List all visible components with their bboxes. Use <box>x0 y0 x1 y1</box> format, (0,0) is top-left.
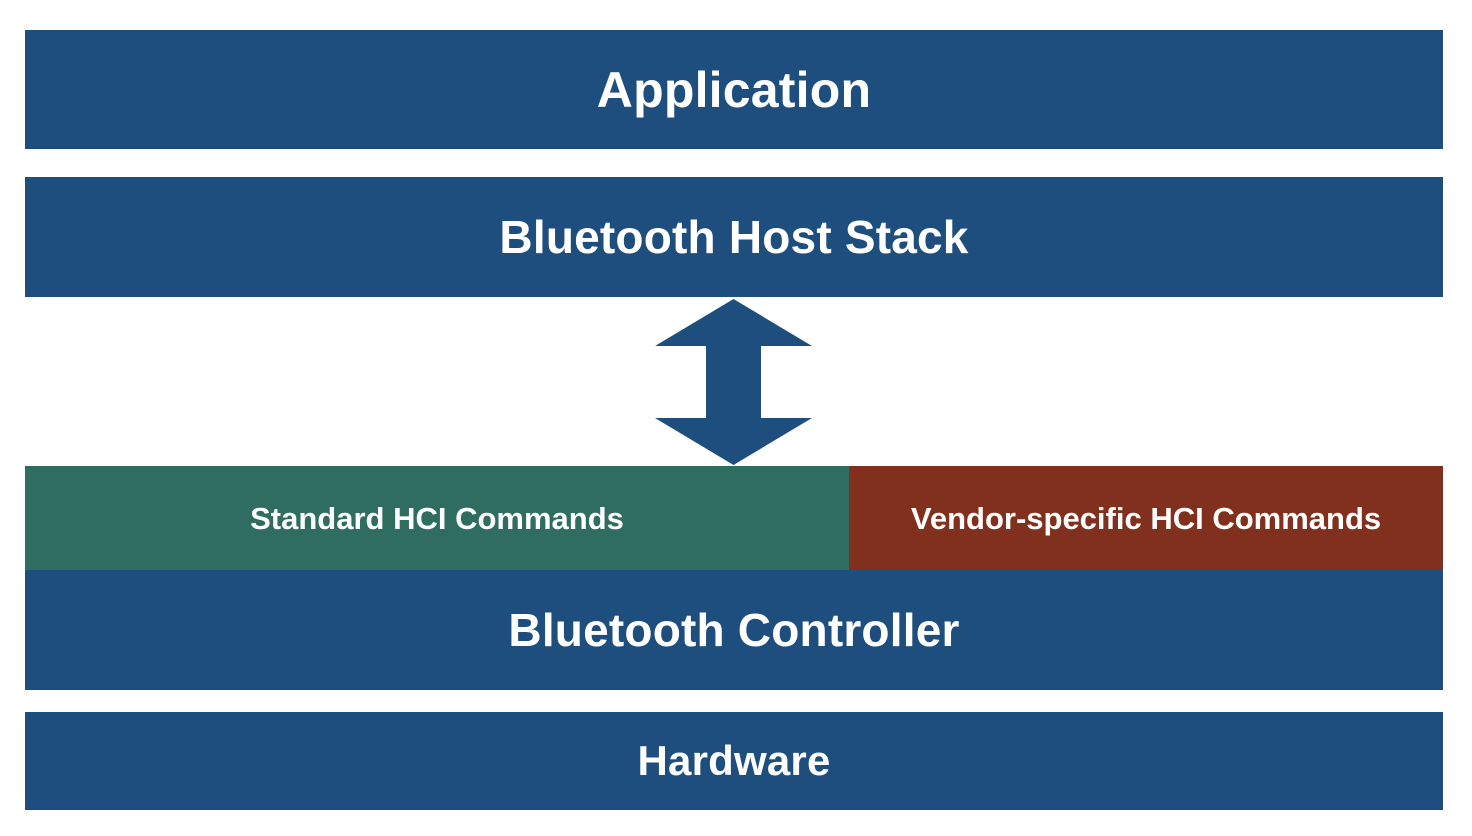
layer-hardware-label: Hardware <box>637 737 831 784</box>
layer-bluetooth-host-stack-label: Bluetooth Host Stack <box>499 211 969 263</box>
layer-bluetooth-host-stack: Bluetooth Host Stack <box>25 177 1443 297</box>
layer-application-label: Application <box>596 61 872 118</box>
layer-hardware: Hardware <box>25 712 1443 810</box>
hci-standard-commands-label: Standard HCI Commands <box>250 500 624 536</box>
layer-application: Application <box>25 30 1443 149</box>
hci-vendor-specific-commands-block: Vendor-specific HCI Commands <box>849 466 1443 570</box>
hci-vendor-specific-commands-label: Vendor-specific HCI Commands <box>910 500 1382 536</box>
layer-bluetooth-controller-label: Bluetooth Controller <box>508 604 960 656</box>
hci-command-band: Standard HCI Commands Vendor-specific HC… <box>25 466 1443 570</box>
hci-double-arrow-icon <box>655 299 812 465</box>
hci-standard-commands-block: Standard HCI Commands <box>25 466 849 570</box>
layer-bluetooth-controller: Bluetooth Controller <box>25 570 1443 690</box>
